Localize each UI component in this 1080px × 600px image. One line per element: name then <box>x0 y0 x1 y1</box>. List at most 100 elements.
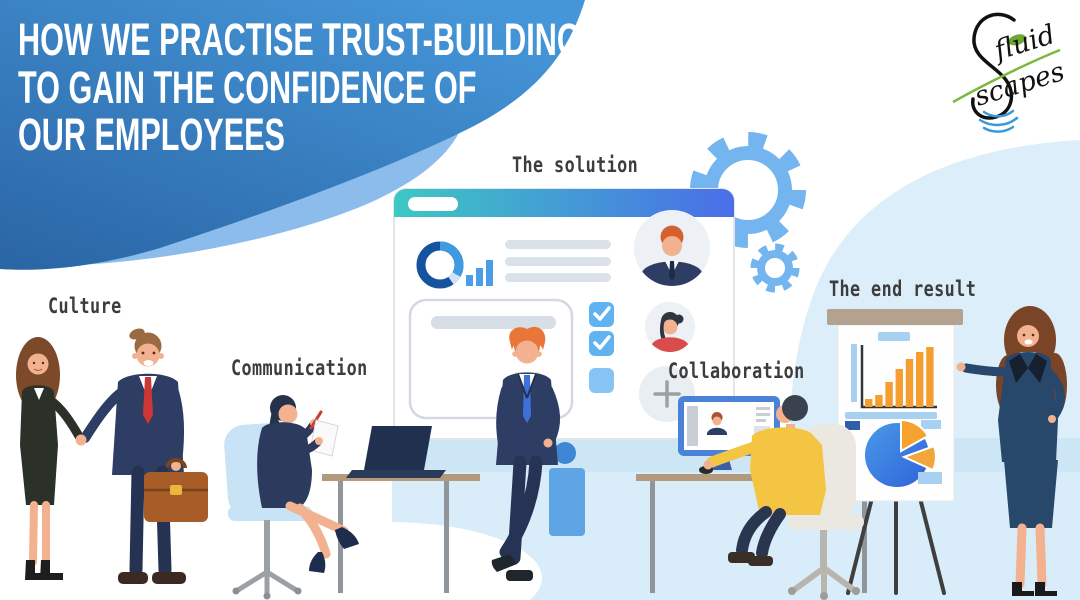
chair-pole <box>264 520 270 572</box>
hand <box>315 437 323 445</box>
leg-crossed <box>499 455 543 559</box>
culture-woman <box>16 337 85 580</box>
title-line: HOW WE PRACTISE TRUST-BUILDING <box>18 14 581 65</box>
wave-main <box>0 0 585 270</box>
shoe <box>506 570 533 581</box>
fluidscapes-logo: fluid scapes <box>952 12 1068 133</box>
desk-leg <box>444 481 449 593</box>
arm <box>543 385 560 445</box>
logo-leaf-icon <box>1006 34 1027 46</box>
hand <box>1048 415 1056 423</box>
lapel <box>1028 354 1047 383</box>
title-line: OUR EMPLOYEES <box>18 109 285 161</box>
hair <box>782 395 808 421</box>
face <box>136 343 160 367</box>
lapels <box>517 373 537 399</box>
sidebar-placeholder <box>687 406 698 446</box>
arm-pointing <box>961 363 1013 377</box>
pie-slice-orange <box>901 444 937 472</box>
shoe <box>748 556 773 566</box>
culture-man <box>75 328 208 584</box>
leg <box>1035 523 1047 589</box>
communication-woman <box>224 395 359 600</box>
collaboration-man <box>699 395 864 600</box>
smile <box>1024 339 1033 345</box>
suit <box>20 385 58 505</box>
heel-shoe <box>40 560 63 580</box>
flipchart-bar <box>916 352 924 407</box>
laptop-icon <box>346 426 446 478</box>
logo-green-swoosh <box>952 48 1061 104</box>
donut-light-segment <box>439 241 464 277</box>
stand-pedestal <box>549 468 585 536</box>
gear-teeth <box>690 132 806 248</box>
heel-shoe <box>309 552 326 573</box>
face <box>1017 325 1039 347</box>
label-collaboration: Collaboration <box>668 359 805 383</box>
label-end-result: The end result <box>829 277 977 301</box>
face <box>27 353 49 375</box>
text-placeholder-lines <box>505 240 611 282</box>
page-title: HOW WE PRACTISE TRUST-BUILDING TO GAIN T… <box>18 16 581 159</box>
dress <box>257 422 312 508</box>
header-wave <box>0 0 585 270</box>
blue-tie <box>523 375 531 423</box>
gear-teeth <box>750 243 800 293</box>
stand-knob <box>554 442 576 464</box>
flipchart-bar <box>905 359 914 407</box>
leg <box>1015 523 1027 589</box>
presenter-woman <box>956 306 1067 596</box>
topbar-pill <box>408 197 458 211</box>
line-placeholder <box>756 407 770 410</box>
suit <box>112 373 184 475</box>
flipchart-bar <box>895 369 903 407</box>
mini-bar <box>476 268 483 286</box>
arm <box>169 387 184 467</box>
face <box>515 340 539 364</box>
briefcase-icon <box>144 472 208 522</box>
heel-shoe <box>1035 582 1057 596</box>
chart-label-pill <box>878 332 910 341</box>
flipchart-bar <box>926 347 934 407</box>
line-placeholder <box>756 413 770 416</box>
label-solution: The solution <box>512 153 639 177</box>
flipchart <box>827 309 963 595</box>
plus-icon <box>653 380 681 408</box>
flipchart-topbar <box>827 309 963 325</box>
chair-pole <box>820 530 827 568</box>
avatar-woman-bust <box>650 312 690 352</box>
leg <box>29 501 38 566</box>
flipchart-bars <box>865 347 934 407</box>
arm <box>706 438 768 468</box>
mini-bar <box>466 275 473 286</box>
placeholder-line <box>505 257 611 266</box>
floor-white-blob <box>238 522 542 600</box>
gear-small-icon <box>750 243 800 293</box>
culture-people <box>16 328 208 584</box>
arm-akimbo <box>1045 369 1065 421</box>
leg <box>756 508 786 559</box>
flipchart-bar <box>865 399 873 407</box>
checkbox-list <box>589 302 614 393</box>
checkbox-empty-icon <box>589 368 614 393</box>
title-line: TO GAIN THE CONFIDENCE OF <box>18 61 477 113</box>
label-culture: Culture <box>48 294 122 318</box>
briefcase-clasp <box>170 485 182 495</box>
logo-word-bottom: scapes <box>971 56 1068 113</box>
blazer <box>998 352 1058 462</box>
donut-chart-icon <box>416 241 464 289</box>
flipchart-bar <box>885 382 893 407</box>
leg <box>736 506 772 556</box>
shoe <box>152 572 186 584</box>
solution-screen <box>393 188 735 440</box>
wave-accent <box>30 118 465 266</box>
monitor-stand <box>549 442 585 536</box>
central-man <box>491 326 560 581</box>
briefcase-handle <box>165 458 187 469</box>
hand <box>171 461 181 471</box>
callee-avatar <box>707 412 727 435</box>
avatar-man-bust <box>640 225 704 286</box>
handshake-hands <box>75 434 87 446</box>
shoe <box>118 572 148 584</box>
